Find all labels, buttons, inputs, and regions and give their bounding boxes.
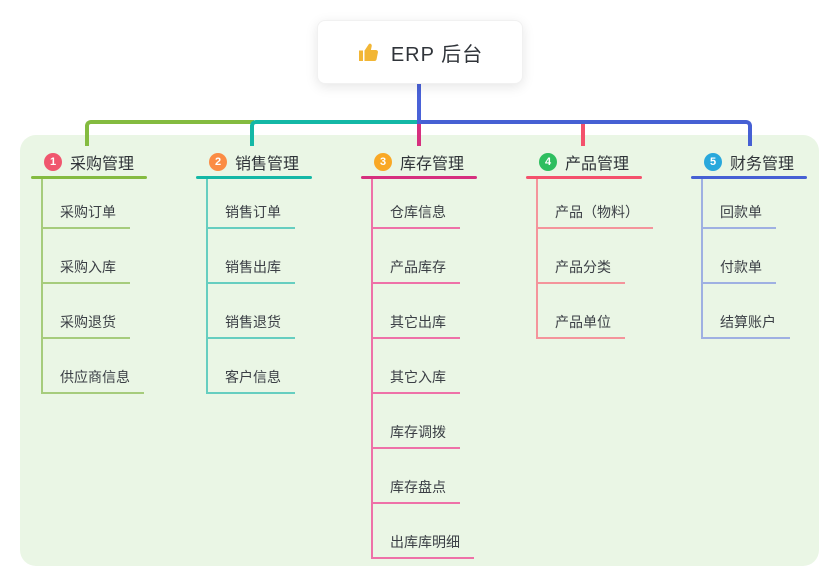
child-label: 客户信息: [208, 367, 295, 394]
child-label: 仓库信息: [373, 202, 460, 229]
child-label: 出库库明细: [373, 532, 474, 559]
branch-purchase-children: 采购订单 采购入库 采购退货 供应商信息: [41, 179, 144, 394]
child-node[interactable]: 产品库存: [373, 229, 474, 284]
branch-finance-header[interactable]: 5 财务管理: [691, 150, 839, 174]
connector-elbow-sales: [250, 120, 419, 146]
child-node[interactable]: 仓库信息: [373, 179, 474, 229]
child-label: 销售退货: [208, 312, 295, 339]
child-label: 采购退货: [43, 312, 130, 339]
child-node[interactable]: 付款单: [703, 229, 790, 284]
branch-underline: [361, 176, 477, 179]
child-label: 采购订单: [43, 202, 130, 229]
branch-number-badge: 4: [539, 153, 557, 171]
child-node[interactable]: 销售出库: [208, 229, 295, 284]
branch-finance-children: 回款单 付款单 结算账户: [701, 179, 790, 339]
root-node-label: ERP 后台: [390, 43, 484, 66]
child-node[interactable]: 其它入库: [373, 339, 474, 394]
branch-sales-children: 销售订单 销售出库 销售退货 客户信息: [206, 179, 295, 394]
child-label: 供应商信息: [43, 367, 144, 394]
child-node[interactable]: 结算账户: [703, 284, 790, 339]
child-node[interactable]: 回款单: [703, 179, 790, 229]
connector-root-stem: [417, 82, 421, 124]
child-node[interactable]: 库存盘点: [373, 449, 474, 504]
branch-title: 销售管理: [235, 156, 300, 173]
connector-drop-product: [581, 122, 585, 146]
branch-title: 财务管理: [730, 156, 795, 173]
branch-inventory-header[interactable]: 3 库存管理: [361, 150, 531, 174]
branch-title: 库存管理: [400, 156, 465, 173]
branch-sales: 2 销售管理 销售订单 销售出库 销售退货 客户信息: [196, 150, 366, 394]
child-node[interactable]: 客户信息: [208, 339, 295, 394]
connector-elbow-finance: [417, 120, 752, 146]
child-node[interactable]: 供应商信息: [43, 339, 144, 394]
child-node[interactable]: 产品分类: [538, 229, 653, 284]
child-label: 产品单位: [538, 312, 625, 339]
child-node[interactable]: 库存调拨: [373, 394, 474, 449]
thumbs-up-icon: [357, 40, 381, 64]
connector-elbow-purchase: [85, 120, 254, 146]
child-node[interactable]: 产品单位: [538, 284, 653, 339]
child-node[interactable]: 销售退货: [208, 284, 295, 339]
child-label: 产品（物料）: [538, 202, 653, 229]
root-node[interactable]: ERP 后台: [317, 20, 523, 84]
child-label: 付款单: [703, 257, 776, 284]
branch-product-children: 产品（物料） 产品分类 产品单位: [536, 179, 653, 339]
branch-underline: [691, 176, 807, 179]
child-label: 采购入库: [43, 257, 130, 284]
child-node[interactable]: 出库库明细: [373, 504, 474, 559]
child-label: 其它入库: [373, 367, 460, 394]
branch-number-badge: 3: [374, 153, 392, 171]
child-node[interactable]: 销售订单: [208, 179, 295, 229]
branch-sales-header[interactable]: 2 销售管理: [196, 150, 366, 174]
branch-finance: 5 财务管理 回款单 付款单 结算账户: [691, 150, 839, 339]
child-node[interactable]: 采购订单: [43, 179, 144, 229]
branch-underline: [196, 176, 312, 179]
child-label: 销售出库: [208, 257, 295, 284]
branch-product-header[interactable]: 4 产品管理: [526, 150, 696, 174]
child-label: 其它出库: [373, 312, 460, 339]
child-label: 产品库存: [373, 257, 460, 284]
connector-drop-inventory: [417, 122, 421, 146]
branch-purchase: 1 采购管理 采购订单 采购入库 采购退货 供应商信息: [31, 150, 201, 394]
branches-background-panel: [20, 135, 819, 566]
child-node[interactable]: 采购退货: [43, 284, 144, 339]
child-node[interactable]: 产品（物料）: [538, 179, 653, 229]
branch-underline: [31, 176, 147, 179]
branch-underline: [526, 176, 642, 179]
branch-inventory: 3 库存管理 仓库信息 产品库存 其它出库 其它入库 库存调拨 库存盘点 出库库…: [361, 150, 531, 559]
branch-inventory-children: 仓库信息 产品库存 其它出库 其它入库 库存调拨 库存盘点 出库库明细: [371, 179, 474, 559]
child-node[interactable]: 其它出库: [373, 284, 474, 339]
branch-title: 产品管理: [565, 156, 630, 173]
child-label: 产品分类: [538, 257, 625, 284]
child-label: 销售订单: [208, 202, 295, 229]
child-label: 回款单: [703, 202, 776, 229]
child-label: 结算账户: [703, 312, 790, 339]
child-label: 库存盘点: [373, 477, 460, 504]
child-label: 库存调拨: [373, 422, 460, 449]
branch-title: 采购管理: [70, 156, 135, 173]
branch-number-badge: 1: [44, 153, 62, 171]
branch-number-badge: 5: [704, 153, 722, 171]
branch-purchase-header[interactable]: 1 采购管理: [31, 150, 201, 174]
branch-product: 4 产品管理 产品（物料） 产品分类 产品单位: [526, 150, 696, 339]
child-node[interactable]: 采购入库: [43, 229, 144, 284]
branch-number-badge: 2: [209, 153, 227, 171]
